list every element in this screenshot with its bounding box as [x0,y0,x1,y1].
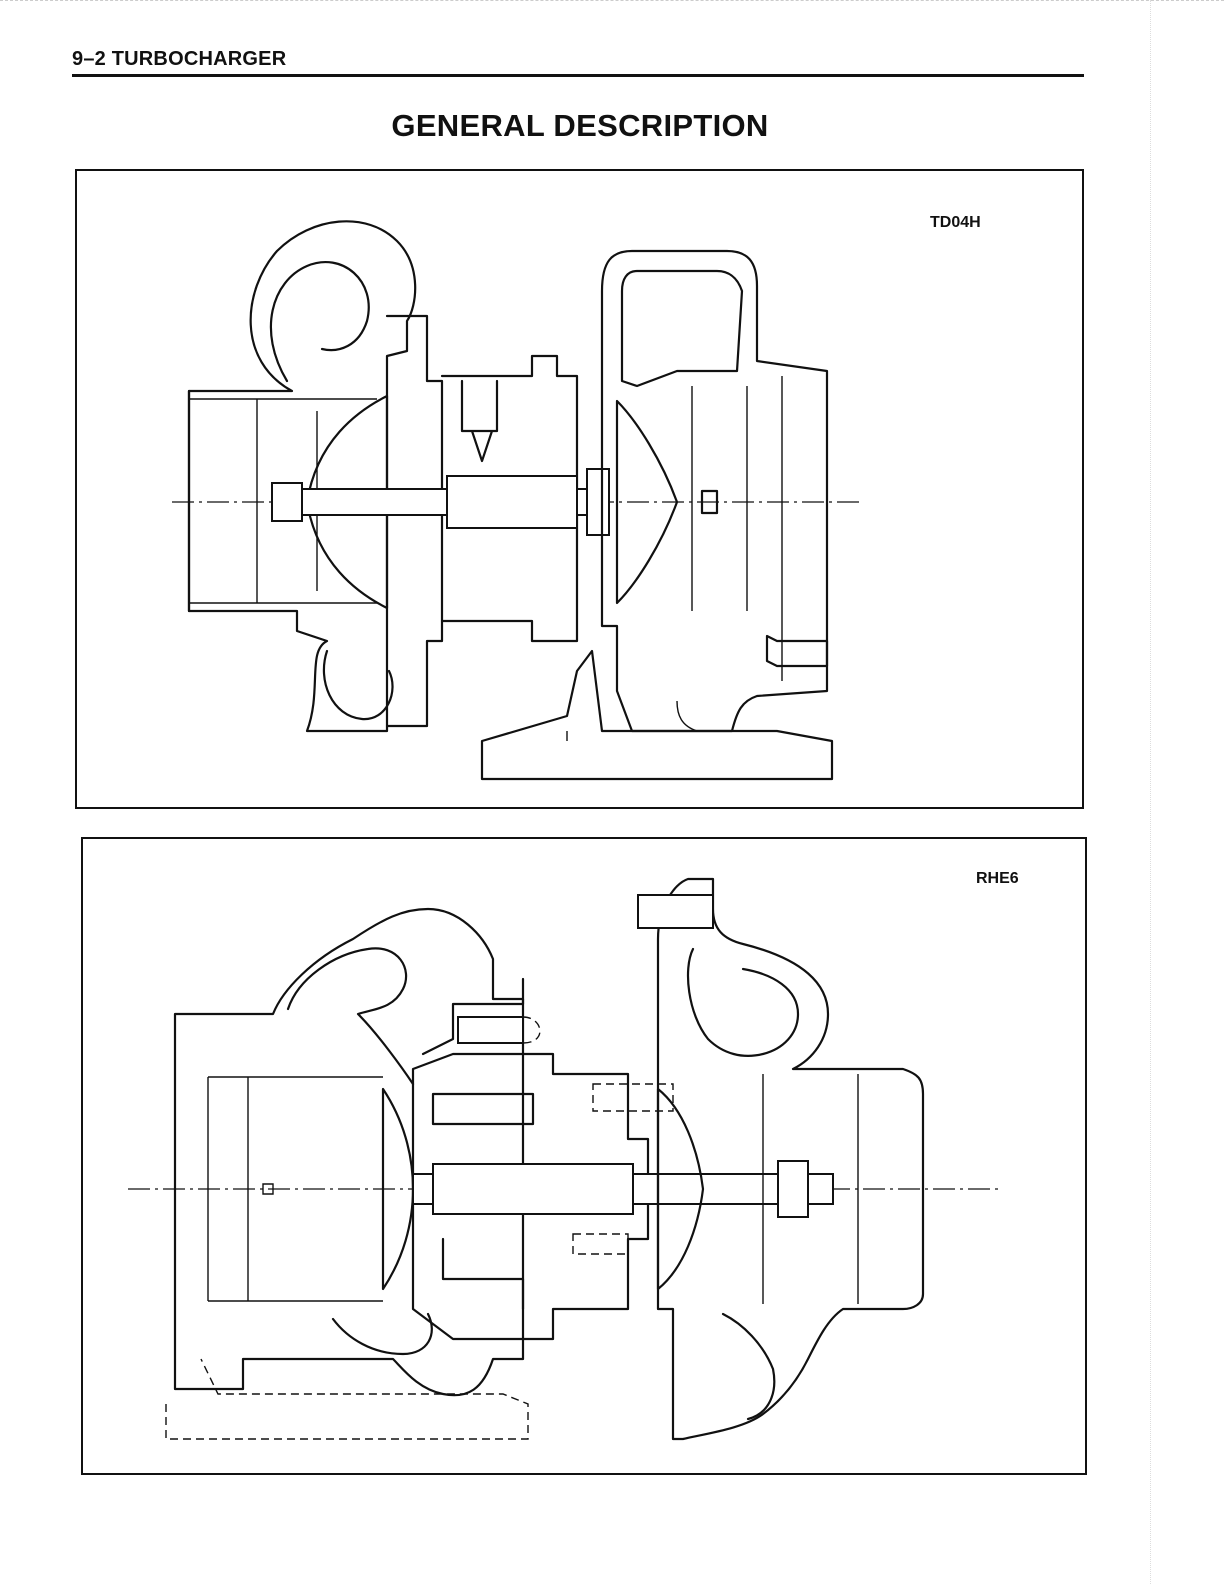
page-header: 9–2 TURBOCHARGER [72,46,1084,77]
scan-margin [1150,0,1152,1584]
figure-rhe6: RHE6 [81,837,1087,1475]
scan-edge [0,0,1224,2]
figure-td04h: TD04H [75,169,1084,809]
compressor-nut [778,1161,808,1217]
td04h-cross-section [77,171,1086,811]
compressor-nut [272,483,302,521]
compressor-volute [189,221,415,731]
page-title: GENERAL DESCRIPTION [0,108,1160,144]
section-heading: 9–2 TURBOCHARGER [72,48,286,71]
center-housing [387,316,442,726]
flange-bolt [638,895,713,928]
rhe6-cross-section [83,839,1089,1477]
mounting-bracket-outline [166,1359,528,1439]
turbine-housing [175,909,523,1395]
turbine-flange [482,651,832,779]
housing-bolt [458,1017,523,1043]
